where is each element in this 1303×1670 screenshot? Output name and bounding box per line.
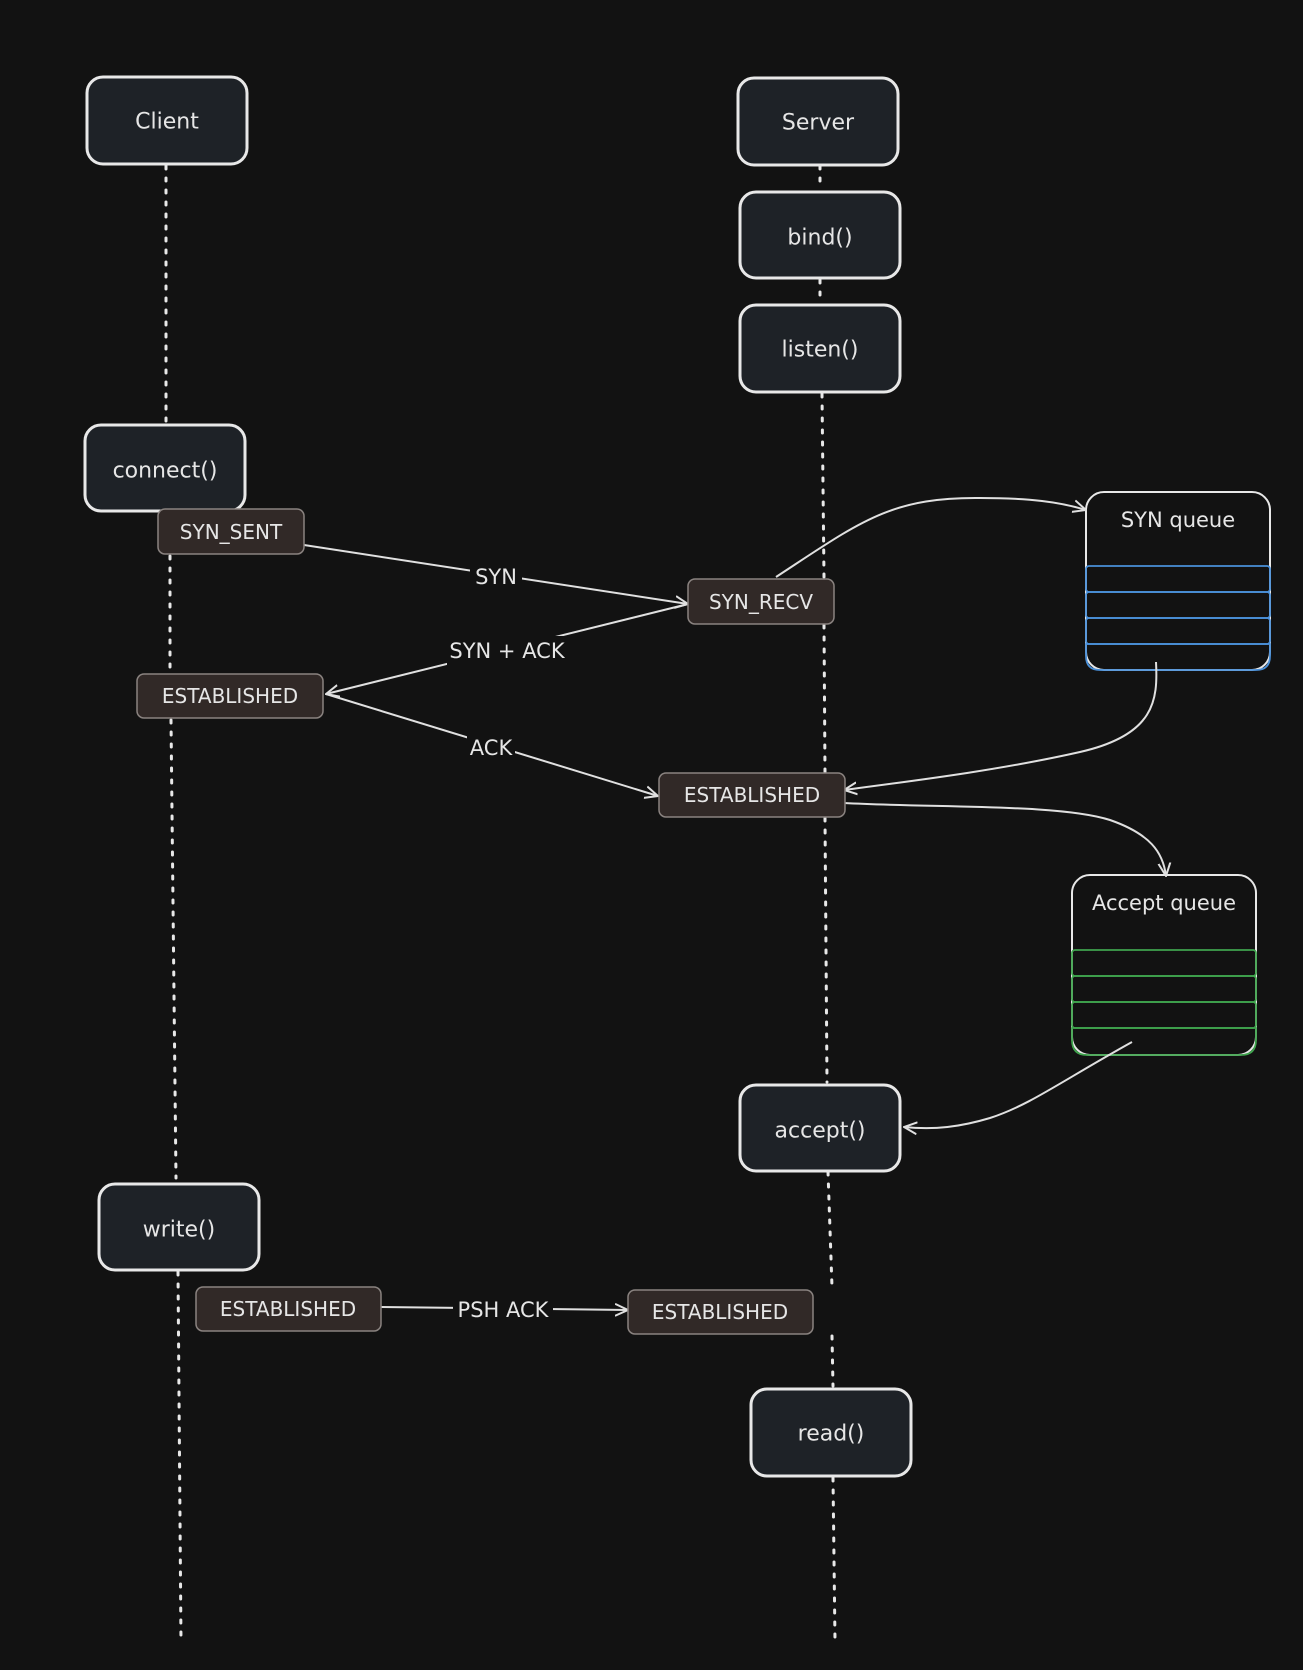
server-established-read-label: ESTABLISHED — [652, 1300, 788, 1324]
read-call: read() — [749, 1387, 913, 1478]
read-label: read() — [798, 1422, 865, 1447]
client-participant: Client — [85, 75, 249, 166]
bind-call: bind() — [738, 190, 902, 280]
client-syn-sent-label: SYN_SENT — [180, 520, 283, 544]
psh-ack-message: PSH ACK — [453, 1295, 553, 1325]
server-lifeline — [818, 164, 837, 1642]
client-established-label: ESTABLISHED — [162, 684, 298, 708]
ack-message: ACK — [467, 733, 515, 763]
ack-label: ACK — [470, 736, 514, 760]
server-established-label: ESTABLISHED — [684, 783, 820, 807]
accept-queue-title: Accept queue — [1092, 891, 1236, 915]
server-syn-recv-state: SYN_RECV — [687, 578, 835, 625]
write-call: write() — [97, 1182, 261, 1272]
syn-ack-message: SYN + ACK — [447, 636, 567, 666]
syn-message: SYN — [470, 562, 522, 592]
client-label: Client — [135, 110, 199, 135]
syn-label: SYN — [475, 565, 517, 589]
client-established-state: ESTABLISHED — [136, 673, 324, 719]
server-established-state: ESTABLISHED — [658, 772, 846, 818]
client-lifeline — [164, 164, 183, 1644]
server-participant: Server — [736, 76, 900, 167]
client-syn-sent-state: SYN_SENT — [157, 508, 305, 555]
bind-label: bind() — [787, 226, 852, 251]
connect-call: connect() — [83, 423, 247, 513]
write-label: write() — [143, 1218, 215, 1243]
syn-queue-slots — [1085, 565, 1271, 671]
syn-queue-to-established-arrow — [844, 661, 1158, 790]
listen-label: listen() — [782, 338, 859, 363]
syn-recv-to-syn-queue-arrow — [775, 496, 1086, 578]
accept-queue-to-accept-arrow — [904, 1041, 1133, 1128]
syn-queue: SYN queue — [1085, 491, 1271, 671]
client-established-write-label: ESTABLISHED — [220, 1297, 356, 1321]
listen-call: listen() — [738, 303, 902, 394]
server-established-read-state: ESTABLISHED — [627, 1289, 814, 1335]
accept-queue: Accept queue — [1071, 874, 1257, 1056]
accept-call: accept() — [738, 1083, 902, 1173]
syn-ack-label: SYN + ACK — [449, 639, 565, 663]
connect-label: connect() — [113, 459, 218, 484]
server-syn-recv-label: SYN_RECV — [709, 590, 813, 614]
accept-label: accept() — [775, 1119, 866, 1144]
psh-ack-label: PSH ACK — [458, 1298, 550, 1322]
client-established-write-state: ESTABLISHED — [195, 1286, 382, 1332]
accept-queue-slots — [1071, 949, 1257, 1056]
server-label: Server — [782, 111, 855, 136]
established-to-accept-queue-arrow — [843, 802, 1166, 876]
syn-queue-title: SYN queue — [1121, 508, 1235, 532]
